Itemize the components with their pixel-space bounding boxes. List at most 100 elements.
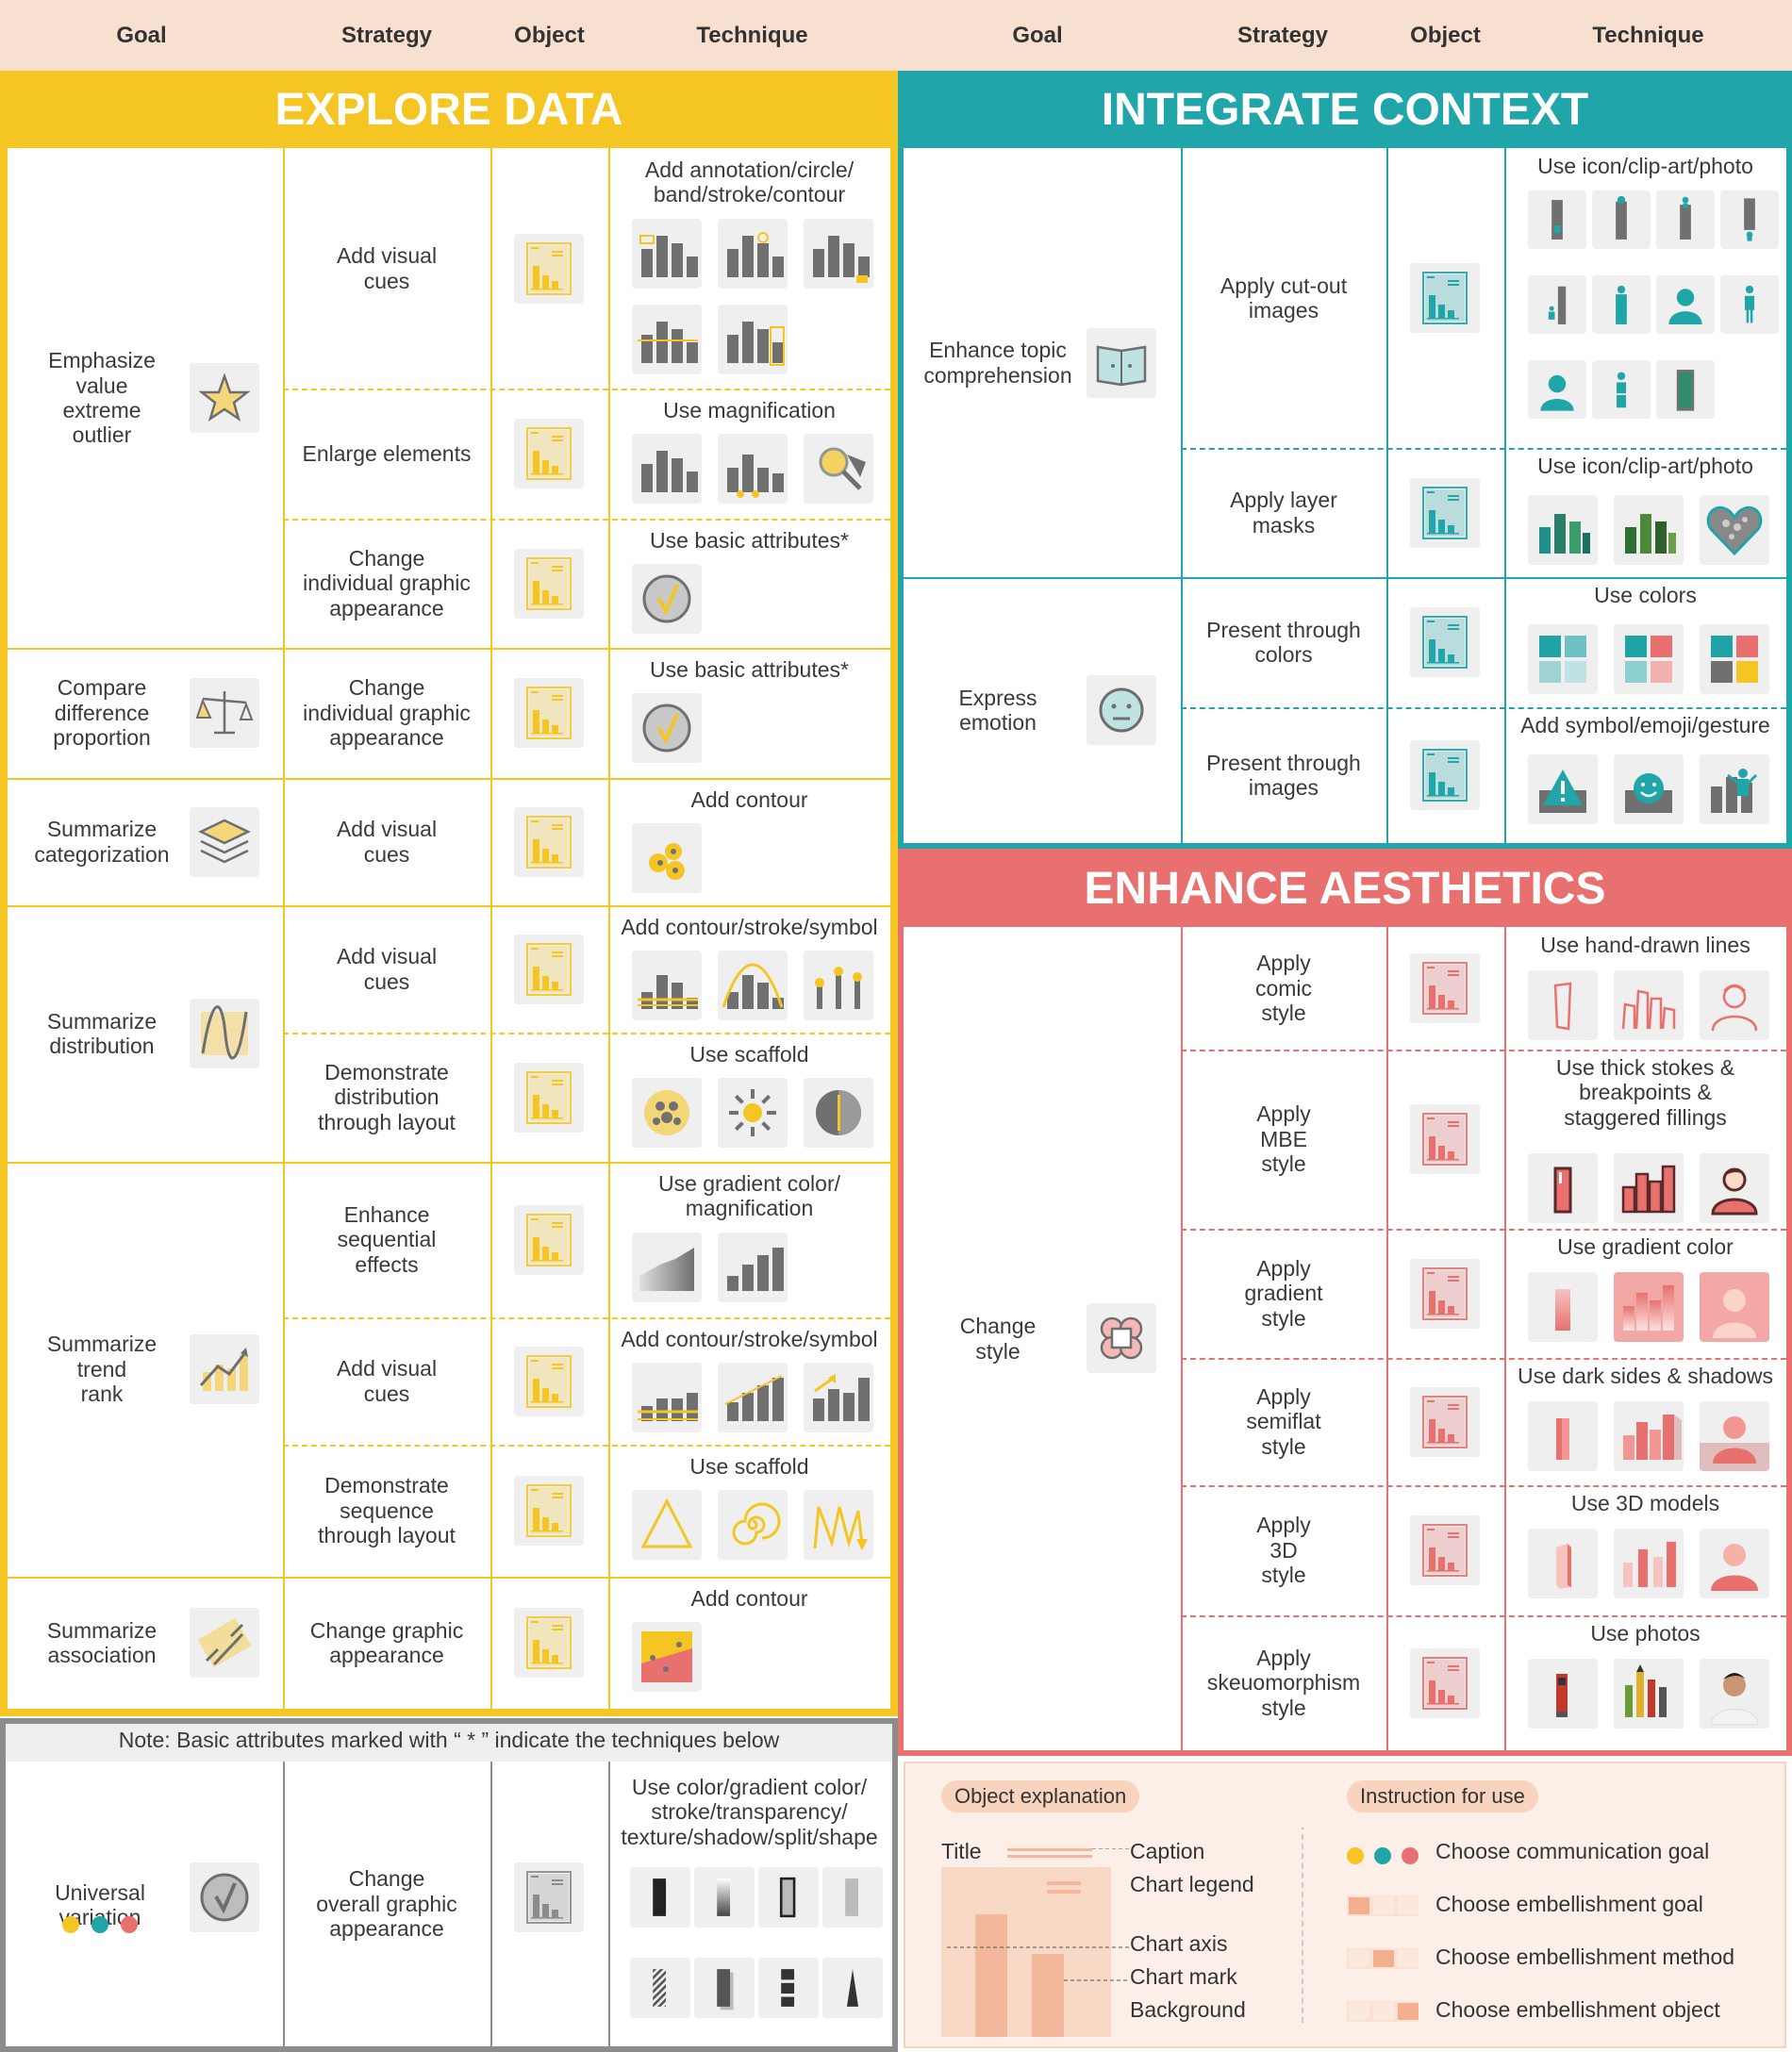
technique-g2-icon (718, 1233, 788, 1302)
technique-label: Add annotation/circle/ band/stroke/conto… (644, 157, 855, 207)
strategy-column-divider (1386, 148, 1388, 843)
goal-column-divider (283, 148, 285, 1709)
technique-m1-icon (1528, 495, 1598, 565)
chart-object-icon (1410, 1104, 1480, 1174)
strategy-column-divider (490, 1762, 492, 2046)
strategy-label: Apply layer masks (1230, 488, 1337, 538)
technique-e3-icon (1700, 754, 1769, 824)
header-goal-right: Goal (1012, 23, 1063, 48)
goal-label: Compare difference proportion (53, 675, 151, 751)
object-column-divider (1504, 927, 1506, 1750)
attribute-a2-icon (694, 1867, 755, 1928)
goal-label: Summarize distribution (46, 1008, 158, 1058)
technique-b2-icon (718, 219, 788, 289)
color-dot (121, 1916, 138, 1933)
instruction-text: Choose embellishment method (1435, 1944, 1735, 1969)
header-bar (0, 0, 1792, 71)
technique-m2-icon (1614, 495, 1684, 565)
technique-label: Use color/gradient color/ stroke/transpa… (621, 1775, 878, 1849)
legend-caption-label: Caption (1130, 1839, 1205, 1863)
chart-object-icon (1410, 263, 1480, 333)
technique-m3-icon (1700, 495, 1769, 565)
chart-object-icon (514, 419, 584, 488)
object-column-divider (608, 148, 610, 1709)
legend-chart-mark-label: Chart mark (1130, 1964, 1237, 1989)
goal-column-divider (1181, 148, 1183, 843)
technique-ph1-icon (1528, 1659, 1598, 1729)
strategy-label: Apply gradient style (1244, 1255, 1323, 1331)
technique-label: Use basic attributes* (650, 657, 849, 682)
goal-label: Universal variation (55, 1879, 145, 1929)
legend-chart (941, 1847, 1130, 2037)
goal-row-divider (8, 778, 890, 780)
technique-label: Add contour/stroke/symbol (621, 915, 878, 939)
attribute-a1-icon (630, 1867, 690, 1928)
strategy-label: Apply MBE style (1256, 1101, 1311, 1177)
strategy-row-divider (1181, 1485, 1786, 1487)
instruction-text: Choose embellishment goal (1435, 1892, 1703, 1916)
strategy-row-divider (1181, 1615, 1786, 1617)
instruction-color-dot (1347, 1847, 1364, 1864)
attribute-a5-icon (630, 1958, 690, 2018)
technique-p4-icon (1720, 190, 1779, 249)
technique-e1-icon (1528, 754, 1598, 824)
explore-banner: EXPLORE DATA (274, 85, 623, 135)
goal-column-divider (283, 1762, 285, 2046)
technique-s2-icon (718, 1078, 788, 1148)
header-object-left: Object (514, 23, 585, 48)
style-flower-icon (1087, 1303, 1156, 1373)
technique-d3-icon (1700, 1529, 1769, 1598)
strategy-row-divider (1181, 1050, 1786, 1051)
goal-label: Summarize categorization (34, 817, 170, 867)
technique-spi-icon (718, 1490, 788, 1560)
goal-label: Summarize trend rank (46, 1332, 158, 1407)
technique-mag-icon (804, 434, 873, 504)
scale-icon (190, 678, 259, 748)
chart-object-icon (1410, 1647, 1480, 1718)
technique-tr1-icon (632, 1363, 702, 1432)
integrate-banner: INTEGRATE CONTEXT (1101, 85, 1589, 135)
chart-object-icon (514, 1062, 584, 1133)
goal-label: Change style (959, 1314, 1037, 1364)
technique-c3-icon (1700, 624, 1769, 694)
instruction-step-icon (1347, 2001, 1419, 2022)
technique-d3-icon (804, 951, 873, 1020)
strategy-row-divider (1181, 1358, 1786, 1360)
instruction-text: Choose communication goal (1435, 1839, 1710, 1863)
technique-h1-icon (1528, 970, 1598, 1040)
technique-d2-icon (718, 951, 788, 1020)
technique-b1-icon (632, 219, 702, 289)
strategy-label: Apply cut-out images (1220, 273, 1348, 323)
legend-separator (1302, 1834, 1303, 2023)
strategy-row-divider (283, 1317, 890, 1319)
technique-b5-icon (718, 305, 788, 374)
strategy-row-divider (283, 1445, 890, 1447)
variation-icon (190, 1862, 259, 1932)
header-object-right: Object (1410, 23, 1481, 48)
header-technique-left: Technique (696, 23, 808, 48)
technique-p8-icon (1720, 275, 1779, 334)
goal-column-divider (1181, 927, 1183, 1750)
strategy-label: Add visual cues (336, 944, 438, 994)
technique-d1-icon (1528, 1529, 1598, 1598)
attribute-a3-icon (758, 1867, 819, 1928)
strategy-label: Present through images (1206, 750, 1361, 800)
technique-p7-icon (1656, 275, 1715, 334)
goal-label: Enhance topic comprehension (923, 338, 1072, 388)
technique-label: Use thick stokes & breakpoints & stagger… (1555, 1055, 1735, 1130)
technique-m2-icon (1614, 1153, 1684, 1223)
goal-row-divider (8, 1162, 890, 1164)
technique-label: Use scaffold (689, 1454, 809, 1479)
instruction-step-icon (1347, 1895, 1419, 1916)
goal-row-divider (8, 1577, 890, 1579)
trend-icon (190, 1334, 259, 1404)
technique-h2-icon (1614, 970, 1684, 1040)
technique-b3-icon (804, 219, 873, 289)
technique-c2-icon (1614, 624, 1684, 694)
star-icon (190, 363, 259, 433)
strategy-column-divider (1386, 927, 1388, 1750)
chart-object-icon (1410, 477, 1480, 548)
technique-tr2-icon (718, 1363, 788, 1432)
chart-object-icon (514, 1862, 584, 1932)
technique-label: Use icon/clip-art/photo (1537, 454, 1753, 478)
